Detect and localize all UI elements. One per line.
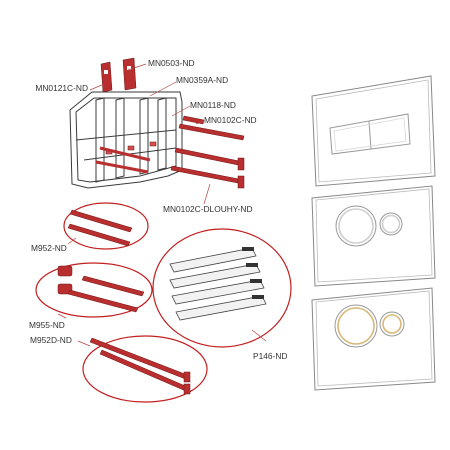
label-m952d: M952D-ND: [30, 335, 72, 345]
label-mn0102c-dlouhy: MN0102C-DLOUHY-ND: [163, 204, 253, 214]
round-button-large-2: [334, 304, 378, 348]
p146-strip-1: [169, 247, 257, 273]
p146-strip-2: [169, 263, 261, 289]
mn0503-clip-part: [100, 57, 137, 93]
label-mn0102c: MN0102C-ND: [204, 115, 257, 125]
label-mn0503: MN0503-ND: [148, 58, 195, 68]
m952d-group: [82, 335, 208, 403]
label-p146: P146-ND: [253, 351, 287, 361]
label-mn0121c: MN0121C-ND: [35, 83, 88, 93]
plate-round-buttons-1: [311, 185, 436, 287]
rect-button-pair: [329, 113, 411, 155]
label-m952: M952-ND: [31, 243, 67, 253]
round-button-small-2: [379, 311, 405, 337]
plate-rectangular-buttons: [311, 75, 436, 187]
round-button-large-1: [335, 205, 377, 247]
m952-group: [63, 202, 149, 250]
p146-group: [152, 228, 292, 348]
plate-round-buttons-2: [311, 287, 436, 391]
round-button-small-1: [379, 212, 403, 236]
p146-strip-3: [171, 279, 265, 305]
label-mn0359a: MN0359A-ND: [176, 75, 228, 85]
m955-group: [35, 262, 153, 318]
label-mn0118: MN0118-ND: [190, 100, 236, 110]
p146-strip-4: [175, 295, 267, 321]
mn0102c-dlouhy-rod-part: [170, 147, 245, 189]
mn0102c-rod-part: [178, 115, 245, 141]
label-m955: M955-ND: [29, 320, 65, 330]
mounting-frame-assembly: [69, 91, 183, 189]
